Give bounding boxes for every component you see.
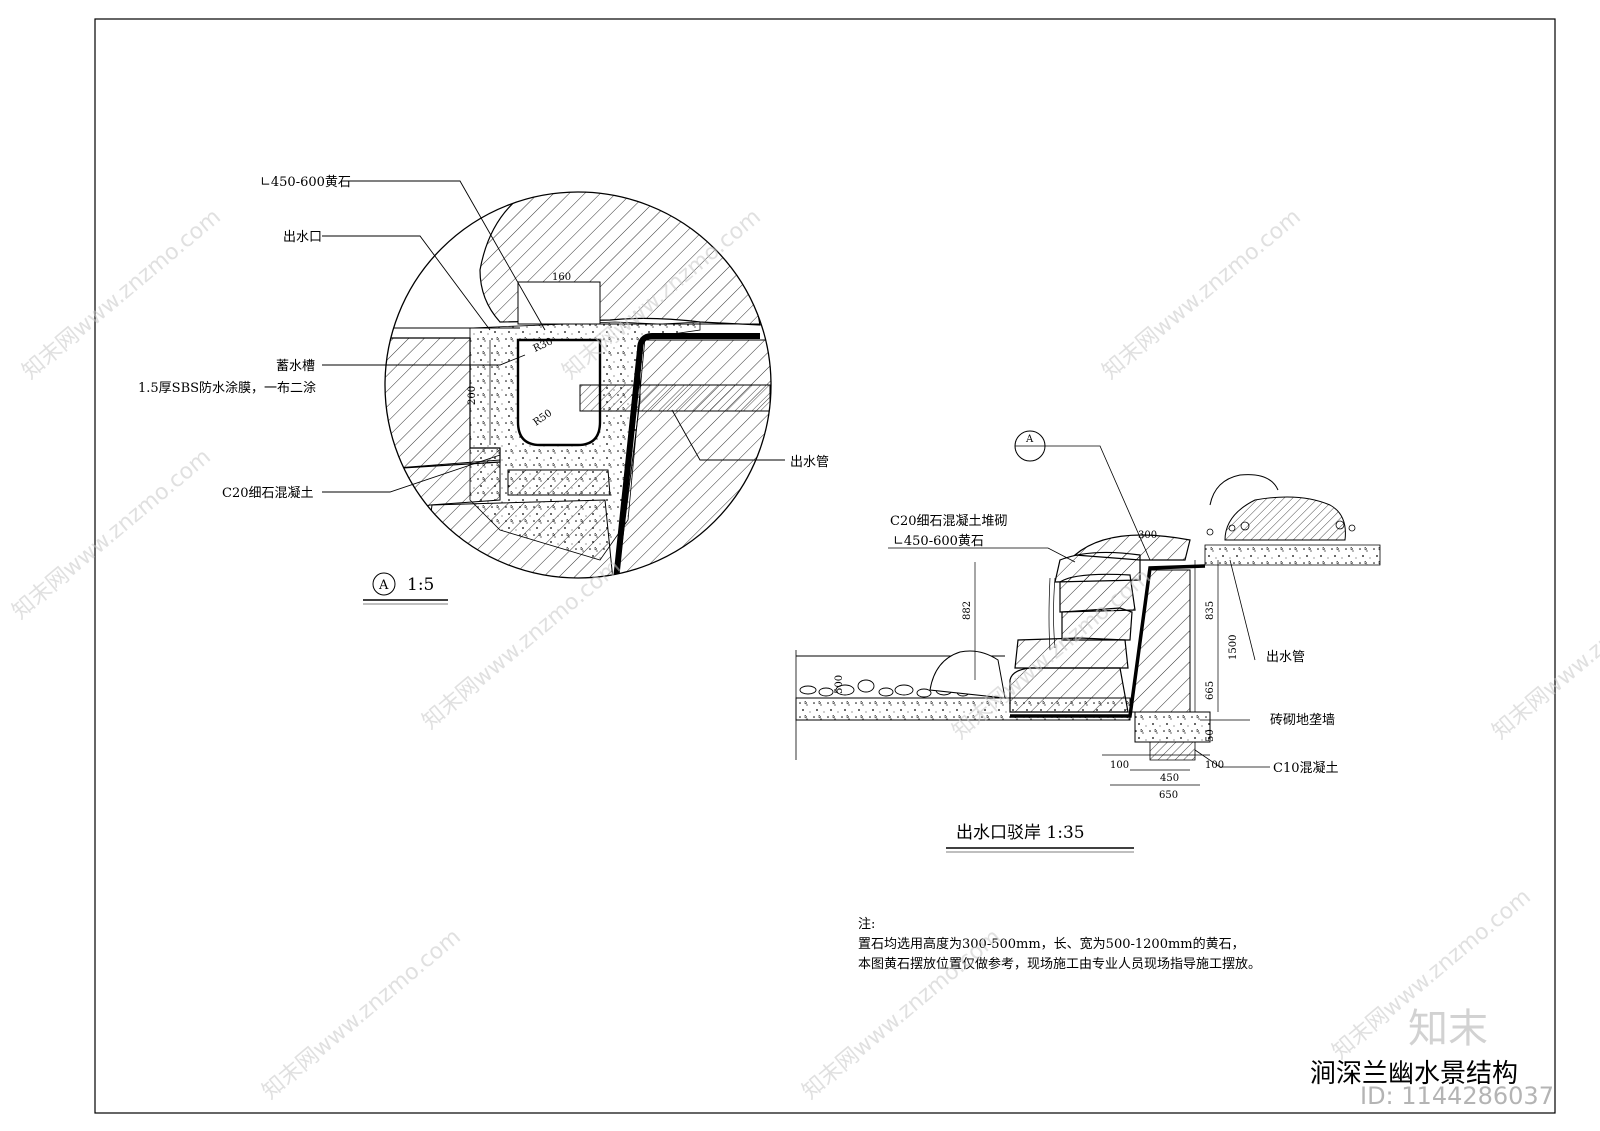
- dim-100-left: 100: [1110, 760, 1129, 771]
- label-stone: ∟450-600黄石: [260, 175, 351, 190]
- label-section-pipe: 出水管: [1266, 650, 1305, 665]
- label-concrete-stack: C20细石混凝土堆砌: [890, 513, 1008, 529]
- drawing-title: 涧深兰幽水景结构: [1310, 1059, 1518, 1089]
- dim-882: 882: [962, 601, 973, 620]
- watermarks: 知末网www.znzmo.com 知末网www.znzmo.com 知末网www…: [8, 204, 1600, 1110]
- notes-line-1: 置石均选用高度为300-500mm，长、宽为500-1200mm的黄石，: [858, 936, 1245, 952]
- section-membrane: [1010, 564, 1206, 718]
- section-caption: 出水口驳岸 1:35: [956, 823, 1085, 843]
- membrane-line: [613, 333, 760, 578]
- label-pipe: 出水管: [790, 455, 829, 470]
- watermark-brand: 知末: [1408, 1006, 1488, 1052]
- watermark-text: 知末网www.znzmo.com: [1098, 204, 1306, 384]
- dim-160: 160: [552, 272, 571, 283]
- watermark-text: 知末网www.znzmo.com: [418, 554, 626, 734]
- dim-1500: 1500: [1228, 635, 1239, 660]
- foot-boulder: [929, 650, 1006, 699]
- footing: [1134, 711, 1211, 743]
- notes: 注: 置石均选用高度为300-500mm，长、宽为500-1200mm的黄石， …: [858, 917, 1261, 972]
- trough: [516, 338, 602, 447]
- lower-stone: [507, 469, 611, 496]
- upper-bank: [1204, 544, 1381, 566]
- dim-300: 300: [1138, 530, 1157, 541]
- label-section-stone: ∟450-600黄石: [893, 534, 984, 549]
- label-trough: 蓄水槽: [276, 359, 315, 374]
- label-outlet: 出水口: [283, 230, 322, 245]
- watermark-id: ID: 1144286037: [1360, 1082, 1554, 1110]
- caption-a-marker: A: [378, 578, 389, 593]
- outlet-pipe: [579, 384, 771, 412]
- sheet-border: [94, 18, 1556, 1114]
- caption-a-scale: 1:5: [407, 575, 434, 595]
- notes-line-2: 本图黄石摆放位置仅做参考，现场施工由专业人员现场指导施工摆放。: [858, 956, 1261, 972]
- dim-835: 835: [1205, 601, 1216, 620]
- dim-650: 650: [1159, 790, 1178, 801]
- watermark-text: 知末网www.znzmo.com: [8, 444, 216, 624]
- notes-heading: 注:: [858, 917, 875, 932]
- label-c10: C10混凝土: [1273, 760, 1339, 776]
- label-concrete: C20细石混凝土: [222, 485, 314, 501]
- dim-450: 450: [1160, 773, 1179, 784]
- detail-circle: [384, 191, 772, 579]
- dim-200: 200: [467, 386, 478, 405]
- watermark-text: 知末网www.znzmo.com: [258, 924, 466, 1104]
- detail-a-caption: A 1:5: [363, 572, 448, 605]
- watermark-text: 知末网www.znzmo.com: [18, 204, 226, 384]
- marker-a: A: [1025, 434, 1034, 445]
- dim-500: 500: [834, 675, 845, 694]
- section-drawing: 882 835 1500 665 500 50 300 100 100 450 …: [795, 430, 1381, 853]
- dim-100-right: 100: [1205, 760, 1224, 771]
- dim-665: 665: [1205, 681, 1216, 700]
- label-membrane: 1.5厚SBS防水涂膜，一布二涂: [138, 380, 316, 396]
- stacked-stones: [1009, 534, 1191, 713]
- label-brick-wall: 砖砌地垄墙: [1270, 713, 1335, 728]
- watermark-text: 知末网www.znzmo.com: [1488, 564, 1600, 744]
- dim-50: 50: [1205, 729, 1216, 742]
